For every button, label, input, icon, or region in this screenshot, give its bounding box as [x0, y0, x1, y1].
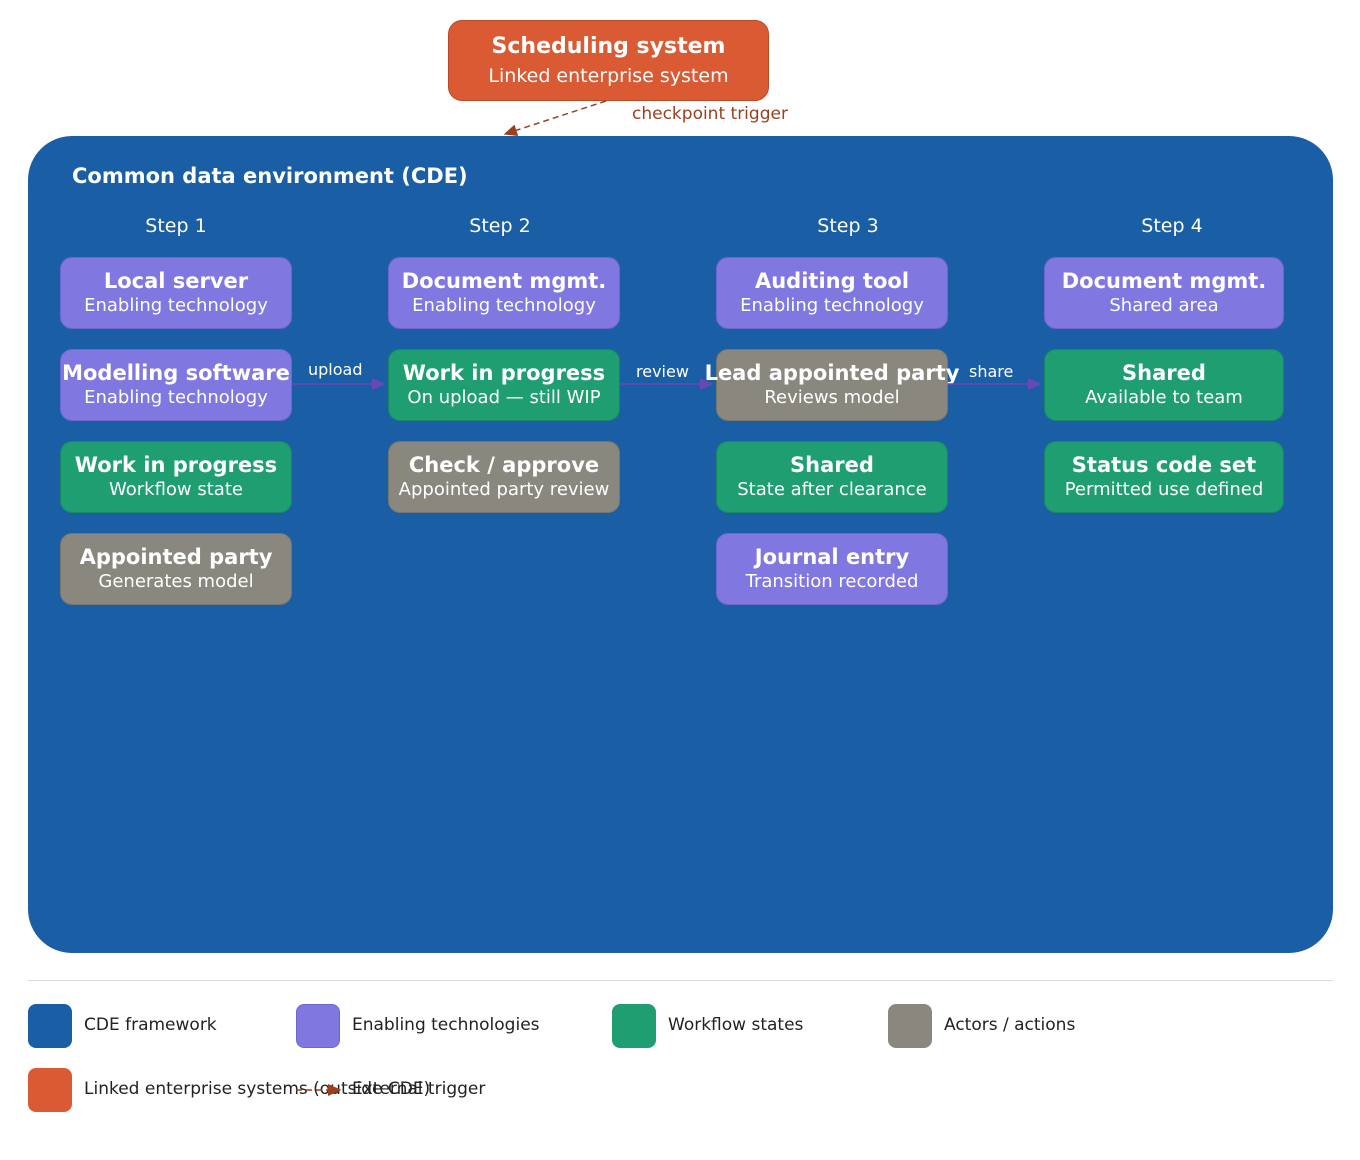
node-shared-2: Shared Available to team [1044, 349, 1284, 421]
node-subtitle: Linked enterprise system [488, 65, 729, 87]
node-subtitle: Appointed party review [398, 479, 610, 501]
node-subtitle: Shared area [1109, 295, 1219, 317]
legend-label-external: Linked enterprise systems (outside CDE) [84, 1079, 431, 1099]
node-title: Work in progress [402, 361, 606, 386]
scheduling-system-node: Scheduling system Linked enterprise syst… [448, 20, 769, 101]
legend-label-actor: Actors / actions [944, 1015, 1076, 1035]
legend-label-cde: CDE framework [84, 1015, 217, 1035]
node-subtitle: Enabling technology [740, 295, 924, 317]
node-subtitle: On upload — still WIP [407, 387, 601, 409]
node-subtitle: Enabling technology [412, 295, 596, 317]
legend-swatch-actor [888, 1004, 932, 1048]
step-1-label: Step 1 [145, 215, 207, 237]
step-4-label: Step 4 [1141, 215, 1203, 237]
node-document-mgmt-1: Document mgmt. Enabling technology [388, 257, 620, 329]
node-title: Document mgmt. [401, 269, 607, 294]
node-subtitle: Reviews model [764, 387, 900, 409]
node-modelling-software: Modelling software Enabling technology [60, 349, 292, 421]
node-title: Shared [1122, 361, 1206, 386]
node-title: Status code set [1071, 453, 1257, 478]
node-title: Appointed party [79, 545, 273, 570]
node-local-server: Local server Enabling technology [60, 257, 292, 329]
node-title: Local server [103, 269, 249, 294]
share-label: share [969, 362, 1014, 381]
step-2-label: Step 2 [469, 215, 531, 237]
node-check-approve: Check / approve Appointed party review [388, 441, 620, 513]
node-title: Check / approve [408, 453, 600, 478]
node-subtitle: State after clearance [737, 479, 927, 501]
node-work-in-progress-1: Work in progress Workflow state [60, 441, 292, 513]
node-title: Modelling software [62, 361, 290, 386]
node-subtitle: Available to team [1085, 387, 1243, 409]
node-title: Lead appointed party [704, 361, 960, 386]
node-title: Auditing tool [754, 269, 910, 294]
legend-label-workflow: Workflow states [668, 1015, 804, 1035]
node-status-code-set: Status code set Permitted use defined [1044, 441, 1284, 513]
legend-swatch-enabling [296, 1004, 340, 1048]
upload-label: upload [308, 360, 363, 379]
node-shared-1: Shared State after clearance [716, 441, 948, 513]
node-title: Work in progress [74, 453, 278, 478]
node-document-mgmt-2: Document mgmt. Shared area [1044, 257, 1284, 329]
node-title: Document mgmt. [1061, 269, 1267, 294]
step-3-label: Step 3 [817, 215, 879, 237]
trigger-label: checkpoint trigger [632, 104, 788, 124]
node-journal-entry: Journal entry Transition recorded [716, 533, 948, 605]
node-title: Shared [790, 453, 874, 478]
legend-divider [28, 980, 1333, 981]
node-subtitle: Workflow state [109, 479, 243, 501]
legend-label-trigger: External trigger [352, 1079, 486, 1099]
node-auditing-tool: Auditing tool Enabling technology [716, 257, 948, 329]
legend-label-enabling: Enabling technologies [352, 1015, 540, 1035]
node-subtitle: Enabling technology [84, 387, 268, 409]
node-title: Scheduling system [491, 34, 726, 59]
node-subtitle: Transition recorded [745, 571, 919, 593]
node-work-in-progress-2: Work in progress On upload — still WIP [388, 349, 620, 421]
node-subtitle: Permitted use defined [1064, 479, 1264, 501]
legend-swatch-cde [28, 1004, 72, 1048]
node-appointed-party: Appointed party Generates model [60, 533, 292, 605]
node-title: Journal entry [754, 545, 910, 570]
node-subtitle: Enabling technology [84, 295, 268, 317]
review-label: review [636, 362, 689, 381]
cde-title: Common data environment (CDE) [72, 164, 468, 188]
trigger-arrow [503, 100, 607, 136]
node-subtitle: Generates model [98, 571, 254, 593]
legend-swatch-workflow [612, 1004, 656, 1048]
legend-swatch-external [28, 1068, 72, 1112]
node-lead-appointed-party: Lead appointed party Reviews model [705, 349, 959, 421]
